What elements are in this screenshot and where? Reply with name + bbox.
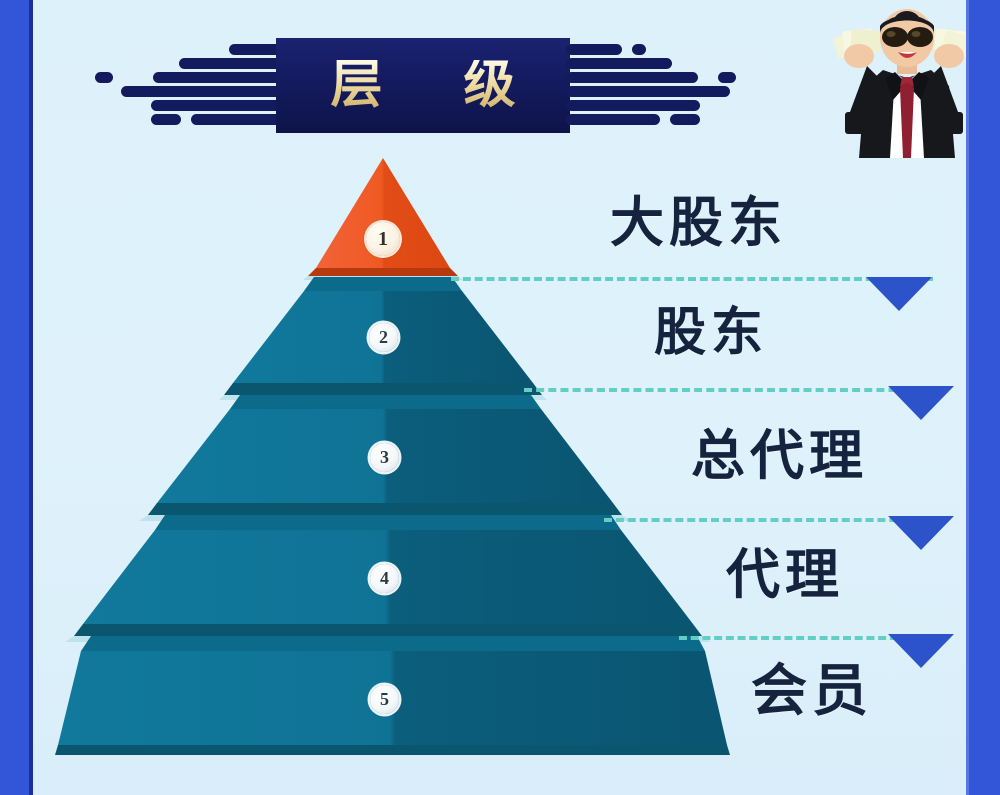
sunglasses-icon: [882, 27, 933, 47]
level-5-number: 5: [380, 689, 389, 709]
down-arrow-icon-2: [888, 386, 954, 420]
level-label-4: 代理: [726, 545, 844, 605]
level-3-number: 3: [380, 447, 389, 467]
businessman-with-cash-illustration: [833, 9, 966, 158]
level-1-number-badge: 1: [366, 222, 400, 256]
divider-line-3: [604, 518, 933, 522]
level-label-3: 总代理: [691, 426, 868, 486]
level-4-number-badge: 4: [370, 564, 399, 593]
page-title: 层 级: [296, 59, 549, 112]
pyramid-level-4[interactable]: 4: [33, 512, 733, 642]
hair: [880, 11, 934, 34]
pyramid-level-3[interactable]: 3: [33, 393, 733, 521]
divider-line-2: [524, 388, 933, 392]
down-arrow-icon-3: [888, 516, 954, 550]
pyramid-level-5[interactable]: 5: [33, 633, 733, 763]
title-banner-area: 层 级: [33, 36, 966, 136]
pyramid-level-1[interactable]: 1: [33, 150, 733, 280]
title-banner: 层 级: [276, 38, 570, 133]
speed-lines-right-decoration: [566, 38, 816, 133]
level-label-2: 股东: [654, 305, 769, 362]
speed-lines-left-decoration: [33, 38, 285, 133]
poster-canvas: 层 级: [33, 0, 966, 795]
level-4-number: 4: [380, 568, 389, 588]
down-arrow-icon-4: [888, 634, 954, 668]
level-2-number: 2: [379, 327, 388, 347]
down-arrow-icon-1: [866, 277, 932, 311]
left-hand: [844, 44, 874, 68]
pyramid-level-2[interactable]: 2: [33, 275, 733, 400]
pyramid-chart: 1: [33, 130, 733, 770]
necktie: [900, 80, 914, 158]
right-hand: [934, 44, 964, 68]
mouth: [898, 52, 917, 58]
level-3-number-badge: 3: [370, 443, 399, 472]
left-blue-rail: [0, 0, 33, 795]
level-label-5: 会员: [751, 661, 873, 723]
divider-line-4: [679, 636, 933, 640]
divider-line-1: [451, 277, 933, 281]
level-5-number-badge: 5: [370, 685, 399, 714]
right-blue-rail: [966, 0, 1000, 795]
level-1-number: 1: [378, 227, 388, 250]
level-2-number-badge: 2: [369, 323, 398, 352]
level-label-1: 大股东: [610, 193, 787, 253]
